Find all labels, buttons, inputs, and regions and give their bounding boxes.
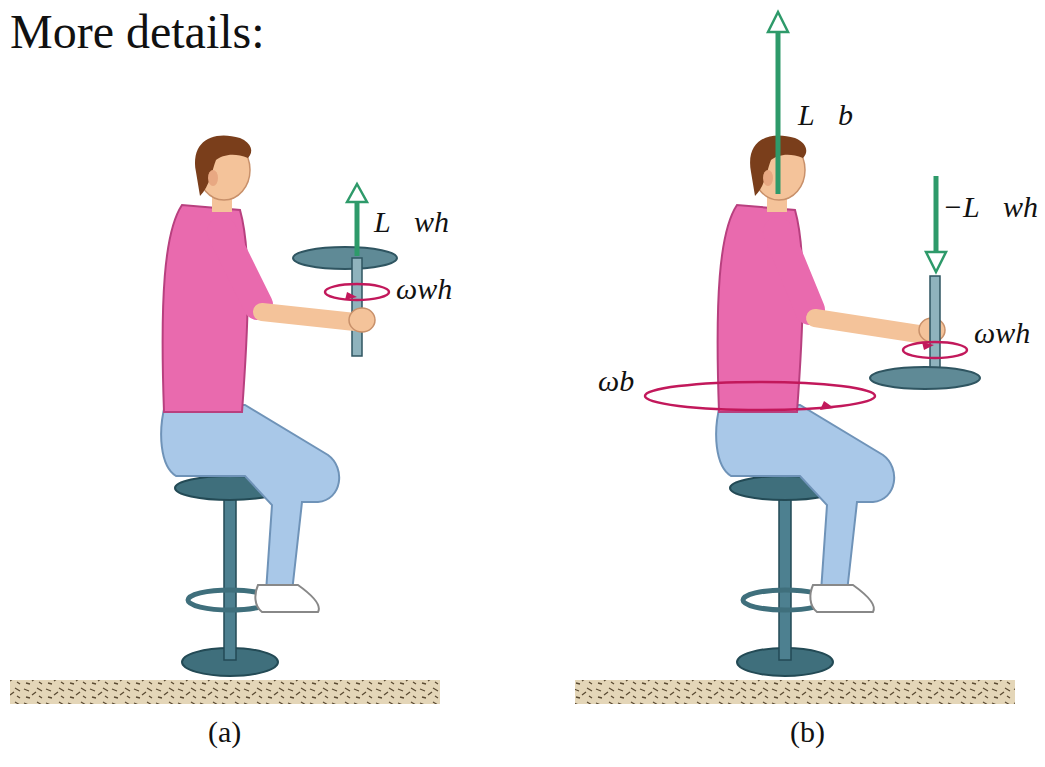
person-on-stool — [161, 135, 339, 676]
vector-label: −L⃗wh — [941, 190, 1040, 223]
arm-b — [778, 232, 945, 342]
rotation-arrow — [325, 284, 389, 300]
ground — [575, 680, 1015, 704]
slide-title: More details: — [10, 6, 265, 59]
vector-label: L⃗wh — [372, 205, 451, 238]
panel-label: (b) — [790, 715, 825, 748]
arm-a — [222, 232, 375, 332]
omega-label: ωwh — [394, 272, 454, 305]
panel-label: (a) — [208, 715, 241, 748]
angular-momentum-arrow — [768, 12, 788, 194]
rotation-arrow — [903, 342, 967, 358]
angular-momentum-arrow — [347, 184, 367, 256]
omega-label: ωwh — [972, 316, 1032, 349]
vector-label: L⃗b — [796, 98, 855, 131]
wheel-b — [870, 276, 980, 389]
wheel-a — [293, 247, 397, 356]
ground — [10, 680, 440, 704]
omega-label: ωb — [596, 364, 636, 397]
rotation-arrow — [645, 382, 875, 410]
person-on-stool — [716, 135, 894, 676]
